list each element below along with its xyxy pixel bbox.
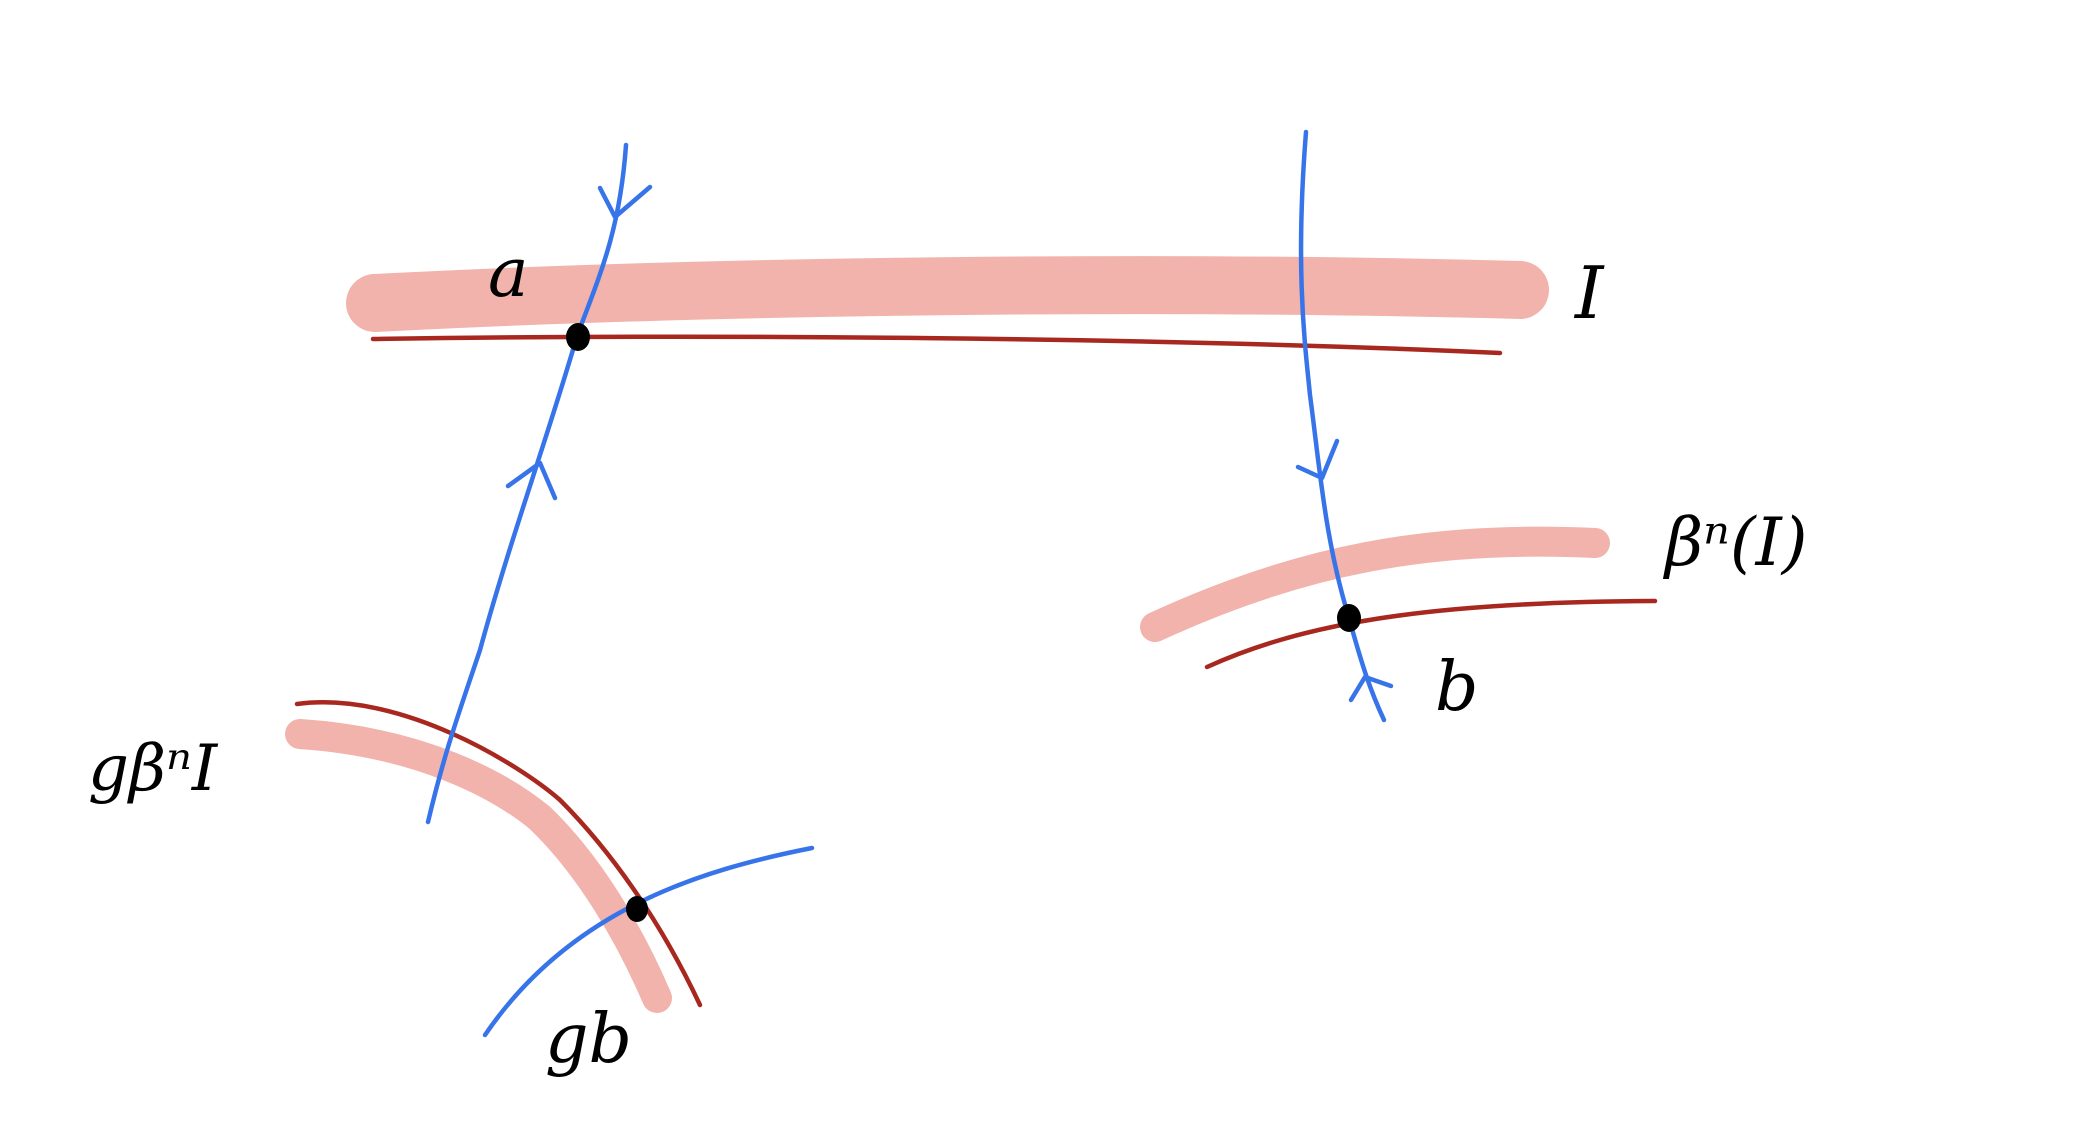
blue-axis-through-b (1298, 129, 1387, 723)
point-b (1337, 604, 1361, 632)
beta-n-I-curve (1204, 598, 1658, 670)
label-b: b (1435, 648, 1479, 727)
label-gb: gb (545, 1000, 632, 1079)
interval-I-curve (370, 334, 1503, 356)
blue-axis-through-a (425, 142, 629, 825)
point-gb (626, 896, 648, 922)
interval-I-highlight (346, 256, 1549, 332)
g-beta-n-I-highlight (285, 719, 672, 1013)
label-I: I (1573, 251, 1605, 335)
label-a: a (488, 234, 529, 313)
g-beta-n-I-curve (294, 700, 703, 1008)
label-g-beta-n-I: gβⁿI (88, 732, 219, 806)
arrow-up-icon (1348, 674, 1394, 703)
arrow-down-icon (597, 184, 653, 220)
arrow-down-icon (1295, 438, 1340, 481)
beta-n-I-highlight (1140, 526, 1610, 642)
point-a (566, 323, 590, 351)
label-beta-n-I: βⁿ(I) (1662, 504, 1807, 581)
arrow-up-icon (505, 460, 558, 501)
